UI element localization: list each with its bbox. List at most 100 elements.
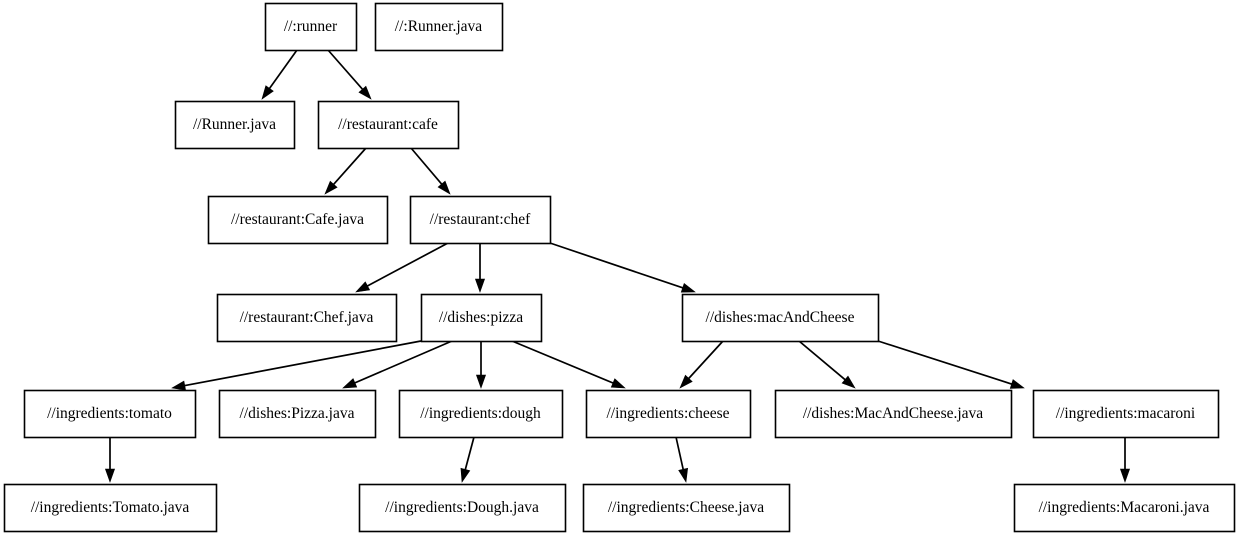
graph-edge (877, 340, 1025, 389)
graph-edge (511, 340, 626, 389)
edge-arrowhead (104, 468, 116, 483)
edge-line (267, 49, 298, 91)
graph-edge (474, 243, 486, 293)
nodes-layer: //:runner //:Runner.java //Runner.java //re… (3, 2, 1236, 533)
node-label: //restaurant:Chef.java (240, 309, 374, 326)
edge-arrowhead (1119, 468, 1131, 483)
node-rect[interactable] (174, 100, 296, 150)
edges-layer (104, 49, 1131, 483)
node-rect[interactable] (398, 389, 564, 439)
graph-node-ing-macaroni-java[interactable]: //ingredients:Macaroni.java (1013, 483, 1236, 533)
node-rect[interactable] (216, 293, 398, 343)
edge-line (410, 147, 444, 187)
graph-node-dishes-pizza-java[interactable]: //dishes:Pizza.java (218, 389, 377, 439)
node-rect[interactable] (681, 293, 880, 343)
graph-edge (171, 340, 422, 391)
edge-line (798, 340, 848, 382)
edge-arrowhead (678, 467, 689, 483)
edge-line (331, 147, 367, 187)
graph-edge (327, 49, 372, 100)
edge-line (675, 436, 685, 472)
graph-edge (549, 242, 696, 293)
node-rect[interactable] (317, 100, 460, 150)
graph-edge (342, 340, 453, 389)
graph-edge (475, 341, 487, 389)
graph-node-dishes-mac-java[interactable]: //dishes:MacAndCheese.java (774, 389, 1013, 439)
edge-line (511, 340, 616, 385)
edge-line (365, 242, 449, 288)
graph-edge (675, 436, 689, 483)
graph-node-ing-dough-java[interactable]: //ingredients:Dough.java (358, 483, 567, 533)
graph-node-restaurant-chef[interactable]: //restaurant:chef (409, 195, 552, 245)
graph-edge (261, 49, 298, 100)
graph-node-runner-java[interactable]: //Runner.java (174, 100, 296, 150)
edge-arrowhead (610, 378, 626, 389)
edge-line (686, 340, 724, 381)
node-label: //ingredients:cheese (606, 405, 729, 422)
graph-node-ing-tomato-java[interactable]: //ingredients:Tomato.java (3, 483, 218, 533)
edge-line (182, 340, 422, 387)
graph-node-ing-macaroni[interactable]: //ingredients:macaroni (1032, 389, 1220, 439)
edge-arrowhead (358, 85, 372, 100)
node-label: //ingredients:Tomato.java (31, 499, 190, 516)
node-rect[interactable] (218, 389, 377, 439)
node-rect[interactable] (207, 195, 389, 245)
node-label: //ingredients:Macaroni.java (1039, 499, 1210, 516)
edge-arrowhead (474, 278, 486, 293)
graph-edge (798, 340, 856, 389)
graph-node-ing-tomato[interactable]: //ingredients:tomato (23, 389, 197, 439)
node-rect[interactable] (409, 195, 552, 245)
node-label: //dishes:macAndCheese (706, 309, 855, 326)
node-rect[interactable] (23, 389, 197, 439)
edge-arrowhead (355, 281, 371, 293)
graph-node-runner-target[interactable]: //:runner (264, 2, 358, 52)
graph-node-dishes-mac[interactable]: //dishes:macAndCheese (681, 293, 880, 343)
node-label: //ingredients:Cheese.java (608, 499, 764, 516)
graph-edge (679, 340, 724, 389)
edge-arrowhead (680, 282, 696, 293)
graph-node-ing-dough[interactable]: //ingredients:dough (398, 389, 564, 439)
edge-arrowhead (171, 380, 187, 391)
node-rect[interactable] (582, 483, 791, 533)
graph-node-ing-cheese[interactable]: //ingredients:cheese (585, 389, 752, 439)
edge-line (877, 340, 1014, 386)
edge-line (327, 49, 365, 92)
graph-node-dishes-pizza[interactable]: //dishes:pizza (420, 293, 543, 343)
graph-node-ing-cheese-java[interactable]: //ingredients:Cheese.java (582, 483, 791, 533)
node-label: //ingredients:dough (420, 405, 541, 422)
node-rect[interactable] (358, 483, 567, 533)
node-rect[interactable] (374, 2, 504, 52)
node-rect[interactable] (264, 2, 358, 52)
graph-node-restaurant-chef-java[interactable]: //restaurant:Chef.java (216, 293, 398, 343)
edge-arrowhead (1009, 379, 1025, 389)
edge-line (464, 436, 475, 472)
node-label: //dishes:Pizza.java (240, 405, 355, 422)
edge-line (549, 242, 685, 290)
edge-arrowhead (437, 180, 451, 195)
node-rect[interactable] (774, 389, 1013, 439)
node-label: //ingredients:macaroni (1056, 405, 1196, 422)
edge-arrowhead (342, 378, 358, 389)
edge-arrowhead (261, 85, 274, 100)
graph-node-restaurant-cafe-java[interactable]: //restaurant:Cafe.java (207, 195, 389, 245)
graph-edge (410, 147, 451, 195)
graph-node-runner-java-root[interactable]: //:Runner.java (374, 2, 504, 52)
node-label: //:runner (284, 18, 338, 35)
edge-arrowhead (475, 374, 487, 389)
edge-arrowhead (679, 374, 693, 389)
node-rect[interactable] (1032, 389, 1220, 439)
node-label: //restaurant:cafe (338, 116, 438, 133)
graph-node-restaurant-cafe[interactable]: //restaurant:cafe (317, 100, 460, 150)
edge-arrowhead (841, 375, 856, 389)
node-label: //ingredients:Dough.java (385, 499, 539, 516)
node-rect[interactable] (3, 483, 218, 533)
edge-line (352, 340, 453, 385)
node-rect[interactable] (1013, 483, 1236, 533)
node-label: //ingredients:tomato (47, 405, 172, 422)
node-rect[interactable] (585, 389, 752, 439)
node-label: //dishes:MacAndCheese.java (803, 405, 983, 422)
node-label: //Runner.java (193, 116, 276, 133)
node-rect[interactable] (420, 293, 543, 343)
